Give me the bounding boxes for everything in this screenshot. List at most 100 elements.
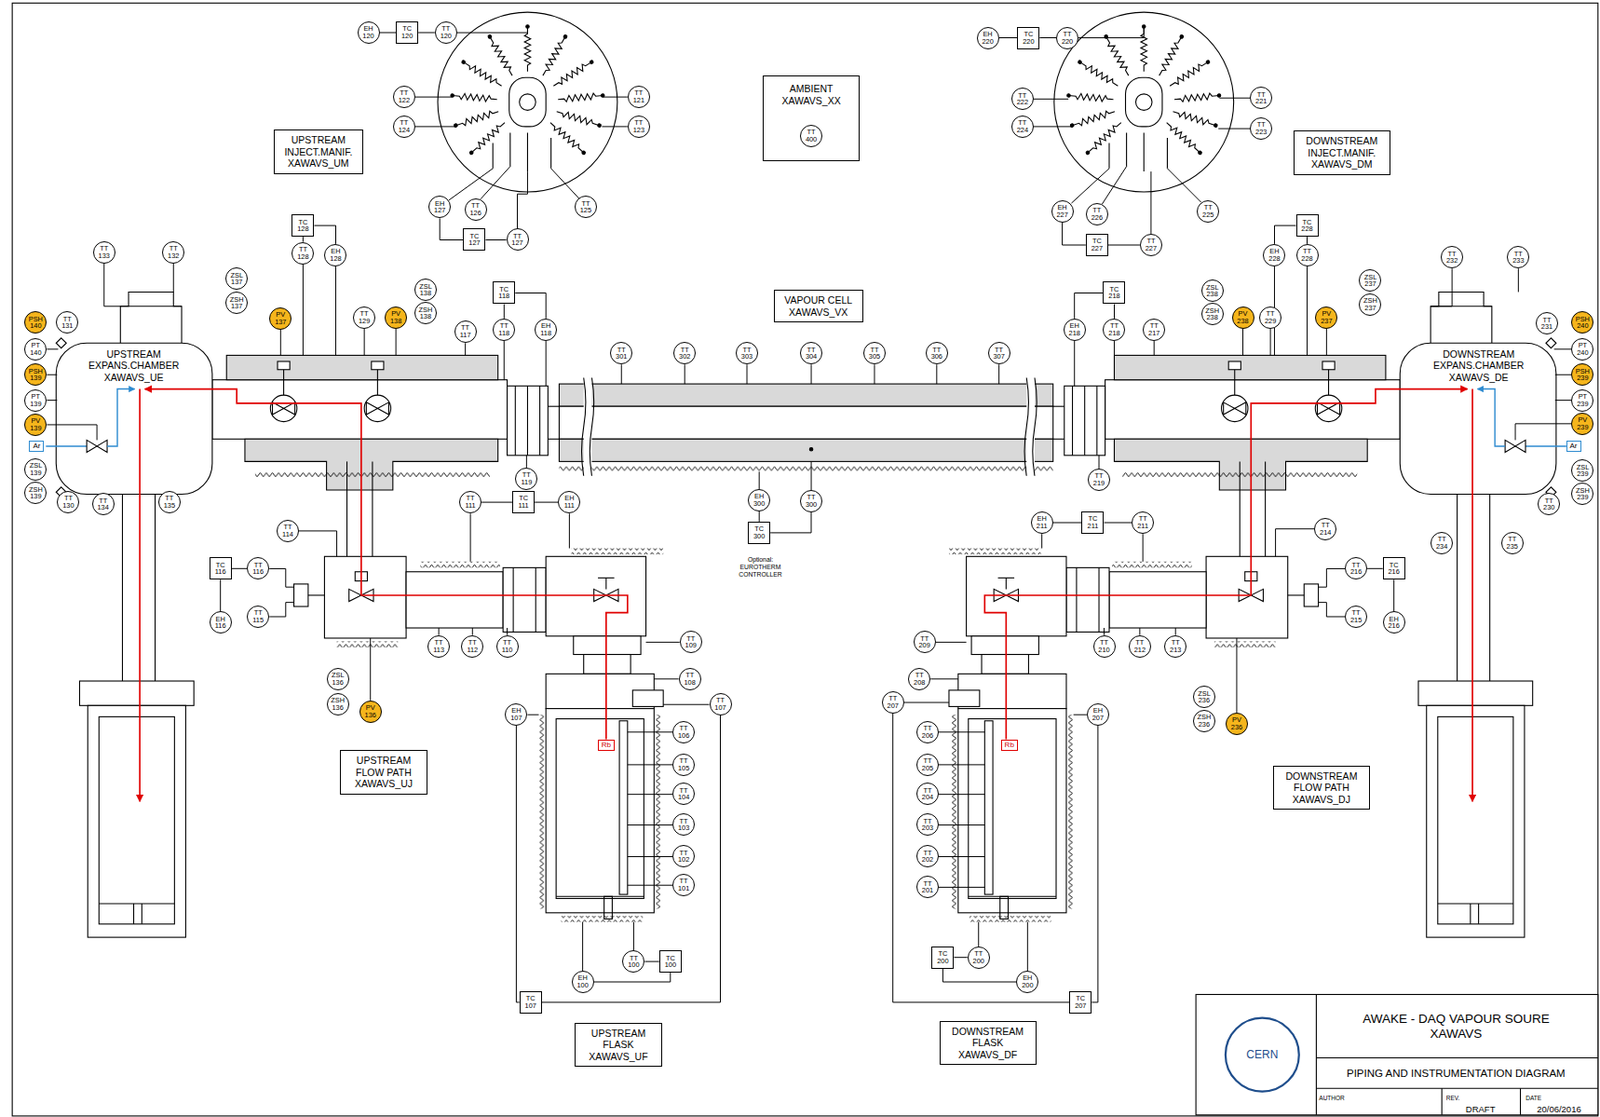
- tag-text: TT 118: [498, 322, 510, 337]
- tag-text: TT 400: [805, 128, 817, 143]
- injection-manifold: [1171, 108, 1219, 130]
- tag-text: TT 102: [677, 849, 690, 864]
- section-label-box: DOWNSTREAM FLASK XAWAVS_DF: [939, 1020, 1037, 1066]
- vapour-source-half: [98, 716, 175, 923]
- tag-text: TT 133: [98, 244, 110, 259]
- tag-text: TT 213: [1169, 638, 1181, 653]
- signal-line: [313, 225, 336, 245]
- instrument-bubble: TT 114: [276, 519, 299, 543]
- instrument-bubble: TT 202: [916, 844, 939, 868]
- tag-text: TT 119: [520, 471, 532, 486]
- tag-text: TT 106: [677, 724, 690, 739]
- tag-text: UPSTREAM FLASK XAWAVS_UF: [582, 1027, 655, 1063]
- instrument-bubble: EH 200: [1016, 970, 1039, 993]
- tag-text: TT 302: [678, 346, 691, 361]
- signal-line: [379, 32, 397, 34]
- instrument-bubble: TT 127: [506, 228, 529, 251]
- tag-text: TT 221: [1255, 91, 1267, 106]
- vapour-cell: [558, 438, 1053, 462]
- instrument-bubble: TT 302: [673, 341, 696, 365]
- vapour-source-half: [294, 583, 309, 607]
- tag-text: ZSL 239: [1576, 463, 1589, 478]
- vapour-source-half: [545, 708, 654, 913]
- injection-manifold: [540, 33, 570, 78]
- vapour-source-half: [605, 577, 607, 589]
- tag-text: TT 306: [931, 346, 943, 361]
- signal-line: [1274, 225, 1297, 245]
- tag-text: TT 114: [282, 523, 294, 538]
- instrument-bubble: EH 127: [428, 195, 451, 218]
- rubidium-box: Rb: [1001, 739, 1018, 751]
- vapour-source-half: [535, 567, 537, 632]
- tag-text: TT 301: [615, 346, 627, 361]
- tag-text: TT 201: [922, 880, 934, 895]
- tag-text: EH 118: [540, 322, 552, 337]
- tag-text: PSH 240: [1575, 315, 1590, 330]
- instrument-bubble-highlighted: PV 236: [1225, 712, 1248, 735]
- instrument-bubble: TT 125: [574, 195, 597, 218]
- controller-box: TC 200: [931, 946, 954, 969]
- signal-line: [503, 304, 505, 319]
- controller-box: TC 127: [462, 228, 486, 251]
- signal-line: [1062, 222, 1086, 245]
- vapour-source-half: [55, 338, 67, 349]
- instrument-bubble: TT 116: [246, 556, 270, 580]
- instrument-bubble: TT 229: [1259, 306, 1282, 329]
- instrument-bubble: TT 227: [1139, 233, 1163, 257]
- tag-text: TT 126: [469, 202, 481, 217]
- tag-text: EH 127: [433, 200, 446, 215]
- instrument-bubble: TT 130: [56, 490, 80, 514]
- injection-manifold: [1076, 58, 1120, 89]
- instrument-bubble: TT 235: [1501, 531, 1524, 555]
- vapour-source-half: [120, 291, 182, 343]
- tag-text: TT 107: [714, 696, 726, 711]
- vapour-source-half: [154, 493, 156, 681]
- tag-text: TT 225: [1202, 203, 1214, 218]
- tag-text: TT 109: [685, 635, 697, 650]
- tag-text: PV 136: [365, 704, 377, 719]
- tag-text: ZSH 137: [230, 296, 245, 311]
- tag-text: Ar: [32, 441, 41, 451]
- tag-text: TT 134: [96, 497, 109, 512]
- signal-line: [1039, 37, 1057, 39]
- tag-text: TT 208: [913, 671, 925, 686]
- section-label-box: UPSTREAM FLASK XAWAVS_UF: [574, 1022, 663, 1068]
- instrument-bubble: EH 218: [1063, 318, 1086, 341]
- instrument-bubble: TT 110: [496, 635, 519, 658]
- tag-text: TT 129: [358, 310, 370, 325]
- instrument-bubble: PT 240: [1571, 338, 1594, 361]
- instrument-bubble: PT 140: [24, 338, 47, 361]
- title-block: [1195, 993, 1599, 1114]
- section-label-box: UPSTREAM FLOW PATH XAWAVS_UJ: [339, 749, 428, 795]
- tag-text: TT 112: [466, 638, 478, 653]
- injection-manifold: [1084, 120, 1124, 156]
- controller-box: TC 118: [492, 281, 516, 304]
- tag-text: TT 235: [1506, 535, 1519, 550]
- tag-text: ZSH 239: [1575, 487, 1590, 502]
- instrument-bubble: TT 213: [1164, 635, 1187, 658]
- instrument-bubble: TT 129: [352, 306, 376, 329]
- instrument-bubble-highlighted: PV 137: [269, 307, 292, 330]
- instrument-bubble: TT 131: [55, 311, 79, 334]
- vapour-source-half: [583, 654, 631, 675]
- signal-line: [515, 725, 519, 1003]
- signal-line: [1393, 579, 1395, 611]
- signal-line: [481, 501, 513, 503]
- tag-text: TC 116: [215, 561, 227, 576]
- instrument-bubble: TT 232: [1440, 245, 1464, 269]
- tag-text: EH 116: [215, 615, 227, 630]
- tag-text: EH 211: [1036, 515, 1048, 529]
- injection-manifold: [1125, 77, 1163, 127]
- drawing-frame: [12, 2, 1599, 1116]
- tag-text: PSH 139: [28, 367, 43, 382]
- instrument-bubble: TT 132: [162, 241, 185, 264]
- vapour-source-half: [86, 439, 108, 452]
- tag-text: TC 211: [1087, 515, 1099, 529]
- tag-text: TT 233: [1512, 250, 1524, 265]
- instrument-bubble: TT 108: [678, 667, 702, 691]
- instrument-bubble: TT 120: [434, 21, 458, 44]
- controller-box: TC 220: [1016, 27, 1040, 50]
- instrument-bubble: ZSH 136: [326, 692, 350, 716]
- instrument-bubble: TT 233: [1506, 245, 1530, 269]
